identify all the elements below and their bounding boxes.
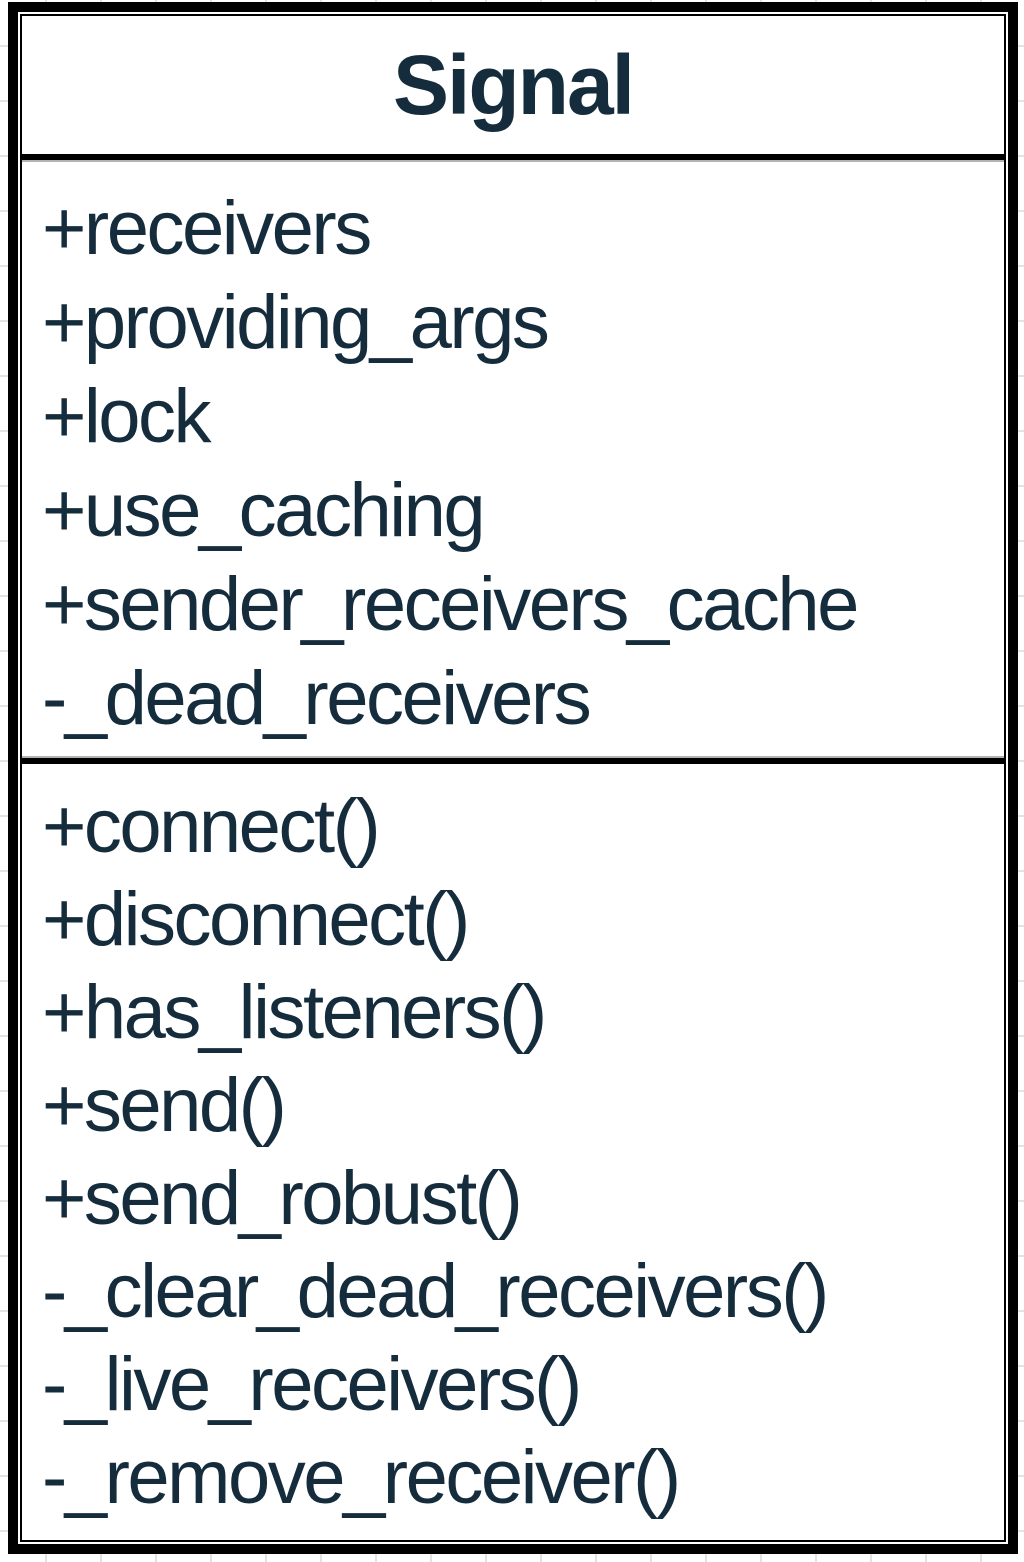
method-item: -_remove_receiver() — [42, 1435, 681, 1520]
methods-compartment: +connect()+disconnect()+has_listeners()+… — [22, 764, 1004, 1540]
attributes-methods-divider — [22, 758, 1004, 764]
method-item: +send_robust() — [42, 1156, 523, 1241]
attribute-item: -_dead_receivers — [42, 656, 592, 741]
attribute-item: +sender_receivers_cache — [42, 562, 859, 647]
attribute-item: +use_caching — [42, 468, 486, 553]
attributes-compartment: +receivers +providing_args +lock +use_cachi… — [22, 160, 1004, 756]
method-item: +disconnect() — [42, 877, 470, 962]
attribute-item: +receivers — [42, 186, 372, 271]
method-item: -_clear_dead_receivers() — [42, 1249, 829, 1334]
class-name: Signal — [392, 37, 635, 132]
method-item: +has_listeners() — [42, 970, 547, 1055]
method-item: +connect() — [42, 784, 381, 869]
attribute-item: +lock — [42, 374, 212, 459]
method-item: -_live_receivers() — [42, 1342, 582, 1427]
uml-class-box-inner: Signal +receivers +providing_args +lock +us… — [20, 14, 1006, 1542]
attribute-item: +providing_args — [42, 280, 550, 365]
method-item: +send() — [42, 1063, 287, 1148]
uml-class-box: Signal +receivers +providing_args +lock +us… — [8, 2, 1018, 1554]
title-attributes-divider — [22, 154, 1004, 160]
